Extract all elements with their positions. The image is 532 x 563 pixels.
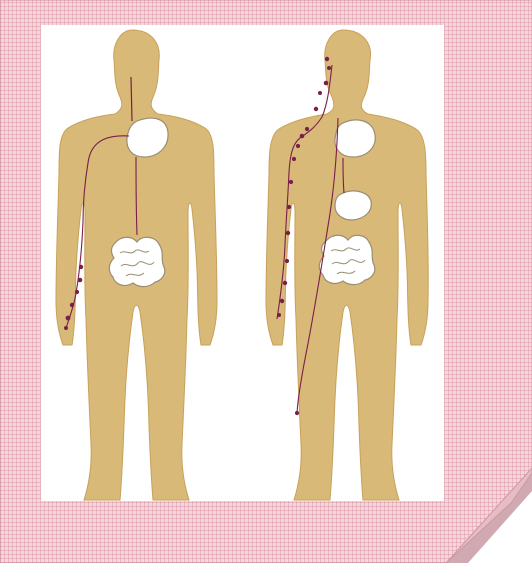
figure-right (266, 30, 428, 500)
trace-dot (78, 278, 83, 283)
trace-dot (300, 134, 305, 139)
figure-left (56, 30, 217, 500)
trace-dot (305, 127, 309, 131)
trace-dot (79, 265, 83, 269)
trace-dot (314, 107, 318, 111)
trace-dot (296, 144, 300, 148)
trace-dot (324, 81, 329, 86)
anatomy-diagram (41, 25, 444, 501)
trace-dot (66, 316, 71, 321)
trace-dot (283, 281, 287, 285)
trace-dot (289, 180, 293, 184)
right-stomach (335, 120, 375, 157)
trace-dot (75, 290, 79, 294)
trace-dot (292, 157, 296, 161)
trace-dot (70, 303, 74, 307)
trace-dot (280, 299, 284, 303)
right-liver (335, 191, 371, 220)
left-intestines (109, 237, 164, 286)
trace-dot (295, 411, 299, 415)
right-intestines (319, 235, 374, 284)
trace-dot (325, 57, 329, 61)
trace-dot (285, 259, 289, 263)
trace-dot (318, 91, 322, 95)
trace-dot (327, 66, 331, 70)
diagram-panel (41, 25, 444, 501)
trace-dot (286, 231, 290, 235)
trace-dot (287, 205, 291, 209)
trace-dot (64, 326, 68, 330)
trace-dot (277, 313, 281, 317)
